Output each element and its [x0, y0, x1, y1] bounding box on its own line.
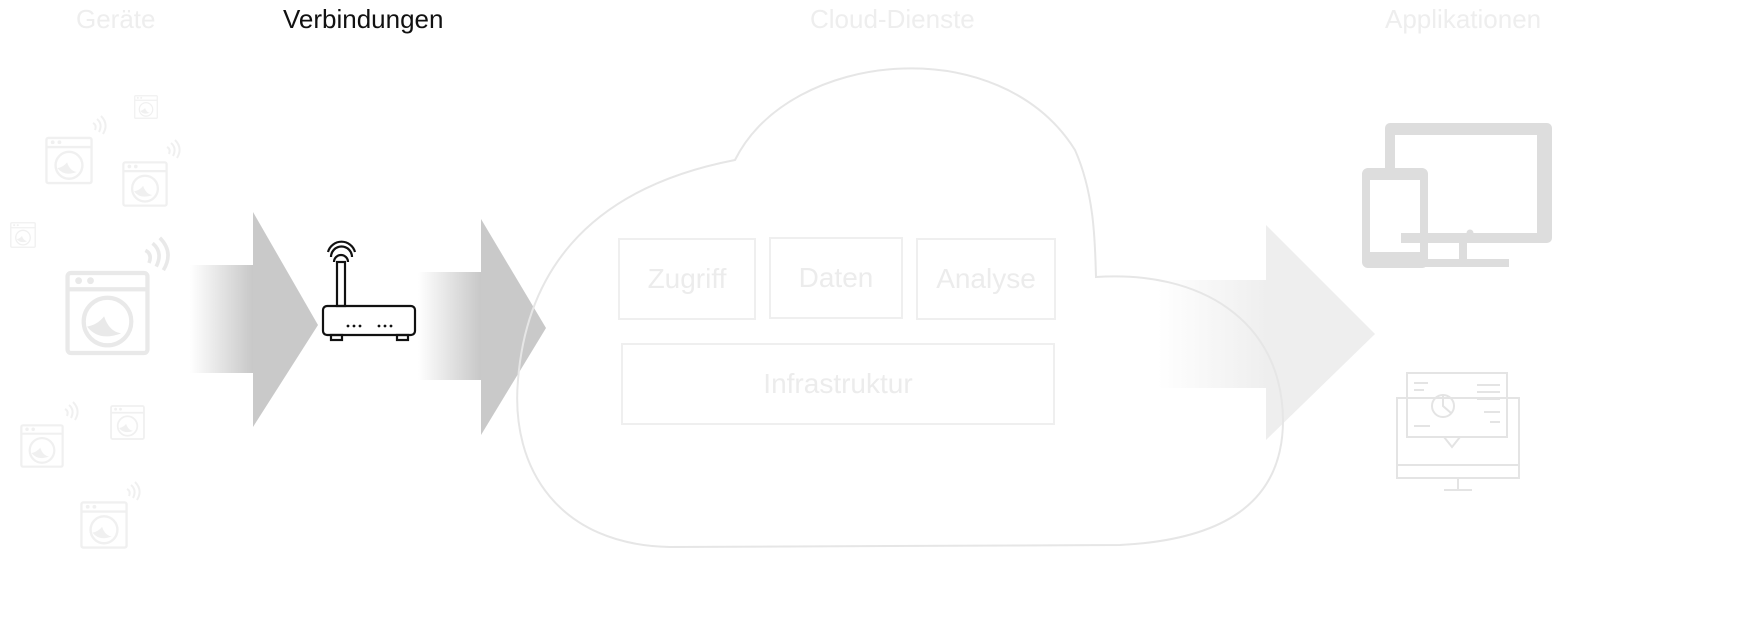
service-data-box: Daten: [769, 237, 903, 319]
devices-icon: [1362, 123, 1552, 268]
small-washer-icons: [10, 94, 181, 549]
washer-icon: [10, 221, 36, 249]
arrow-cloud-to-applications: [1158, 225, 1375, 440]
heading-applications: Applikationen: [1385, 4, 1542, 34]
infrastructure-box: Infrastruktur: [621, 343, 1055, 425]
wifi-waves-icon: [125, 480, 141, 502]
washer-icon: [110, 404, 145, 441]
dashboard-icon: [1396, 372, 1520, 491]
service-analysis-box: Analyse: [916, 238, 1056, 320]
heading-cloud-services: Cloud-Dienste: [810, 4, 975, 34]
wifi-waves-icon: [145, 238, 168, 270]
router-icon: [321, 240, 417, 342]
arrow-devices-to-connections: [190, 212, 318, 427]
heading-connections: Verbindungen: [283, 4, 444, 34]
heading-devices: Geräte: [76, 4, 156, 34]
wifi-waves-icon: [63, 400, 79, 422]
washer-icon: [20, 423, 64, 469]
washer-icon: [134, 94, 158, 120]
arrow-connections-to-cloud: [418, 219, 546, 435]
main-washer-icon: [68, 273, 148, 353]
wifi-waves-icon: [91, 114, 107, 136]
wifi-waves-icon: [165, 138, 181, 160]
cloud-outline: [516, 67, 1285, 549]
washer-icon: [80, 501, 128, 549]
washer-icon: [45, 136, 93, 185]
service-access-box: Zugriff: [618, 238, 756, 320]
washer-icon: [122, 160, 168, 208]
